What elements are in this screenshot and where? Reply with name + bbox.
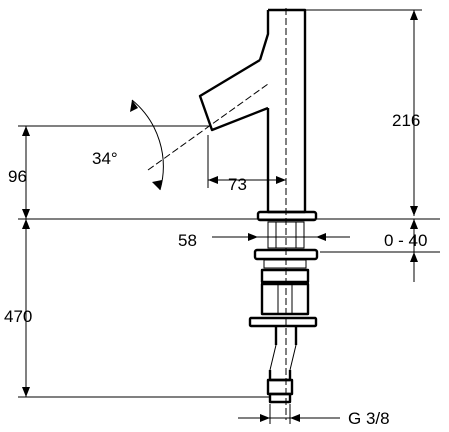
faucet-body — [198, 8, 318, 222]
hose-length-label: 470 — [4, 307, 32, 326]
dimension-lines — [18, 9, 440, 424]
spout-reach-label: 73 — [228, 175, 247, 194]
deck-thickness-label: 0 - 40 — [384, 231, 427, 250]
fixing-assembly — [248, 221, 319, 404]
body-height-label: 216 — [392, 111, 420, 130]
base-diameter-label: 58 — [178, 231, 197, 250]
spout-axis — [147, 83, 269, 171]
spout-angle-label: 34° — [92, 149, 118, 168]
spout-height-label: 96 — [8, 167, 27, 186]
connection-thread-label: G 3/8 — [348, 409, 390, 428]
